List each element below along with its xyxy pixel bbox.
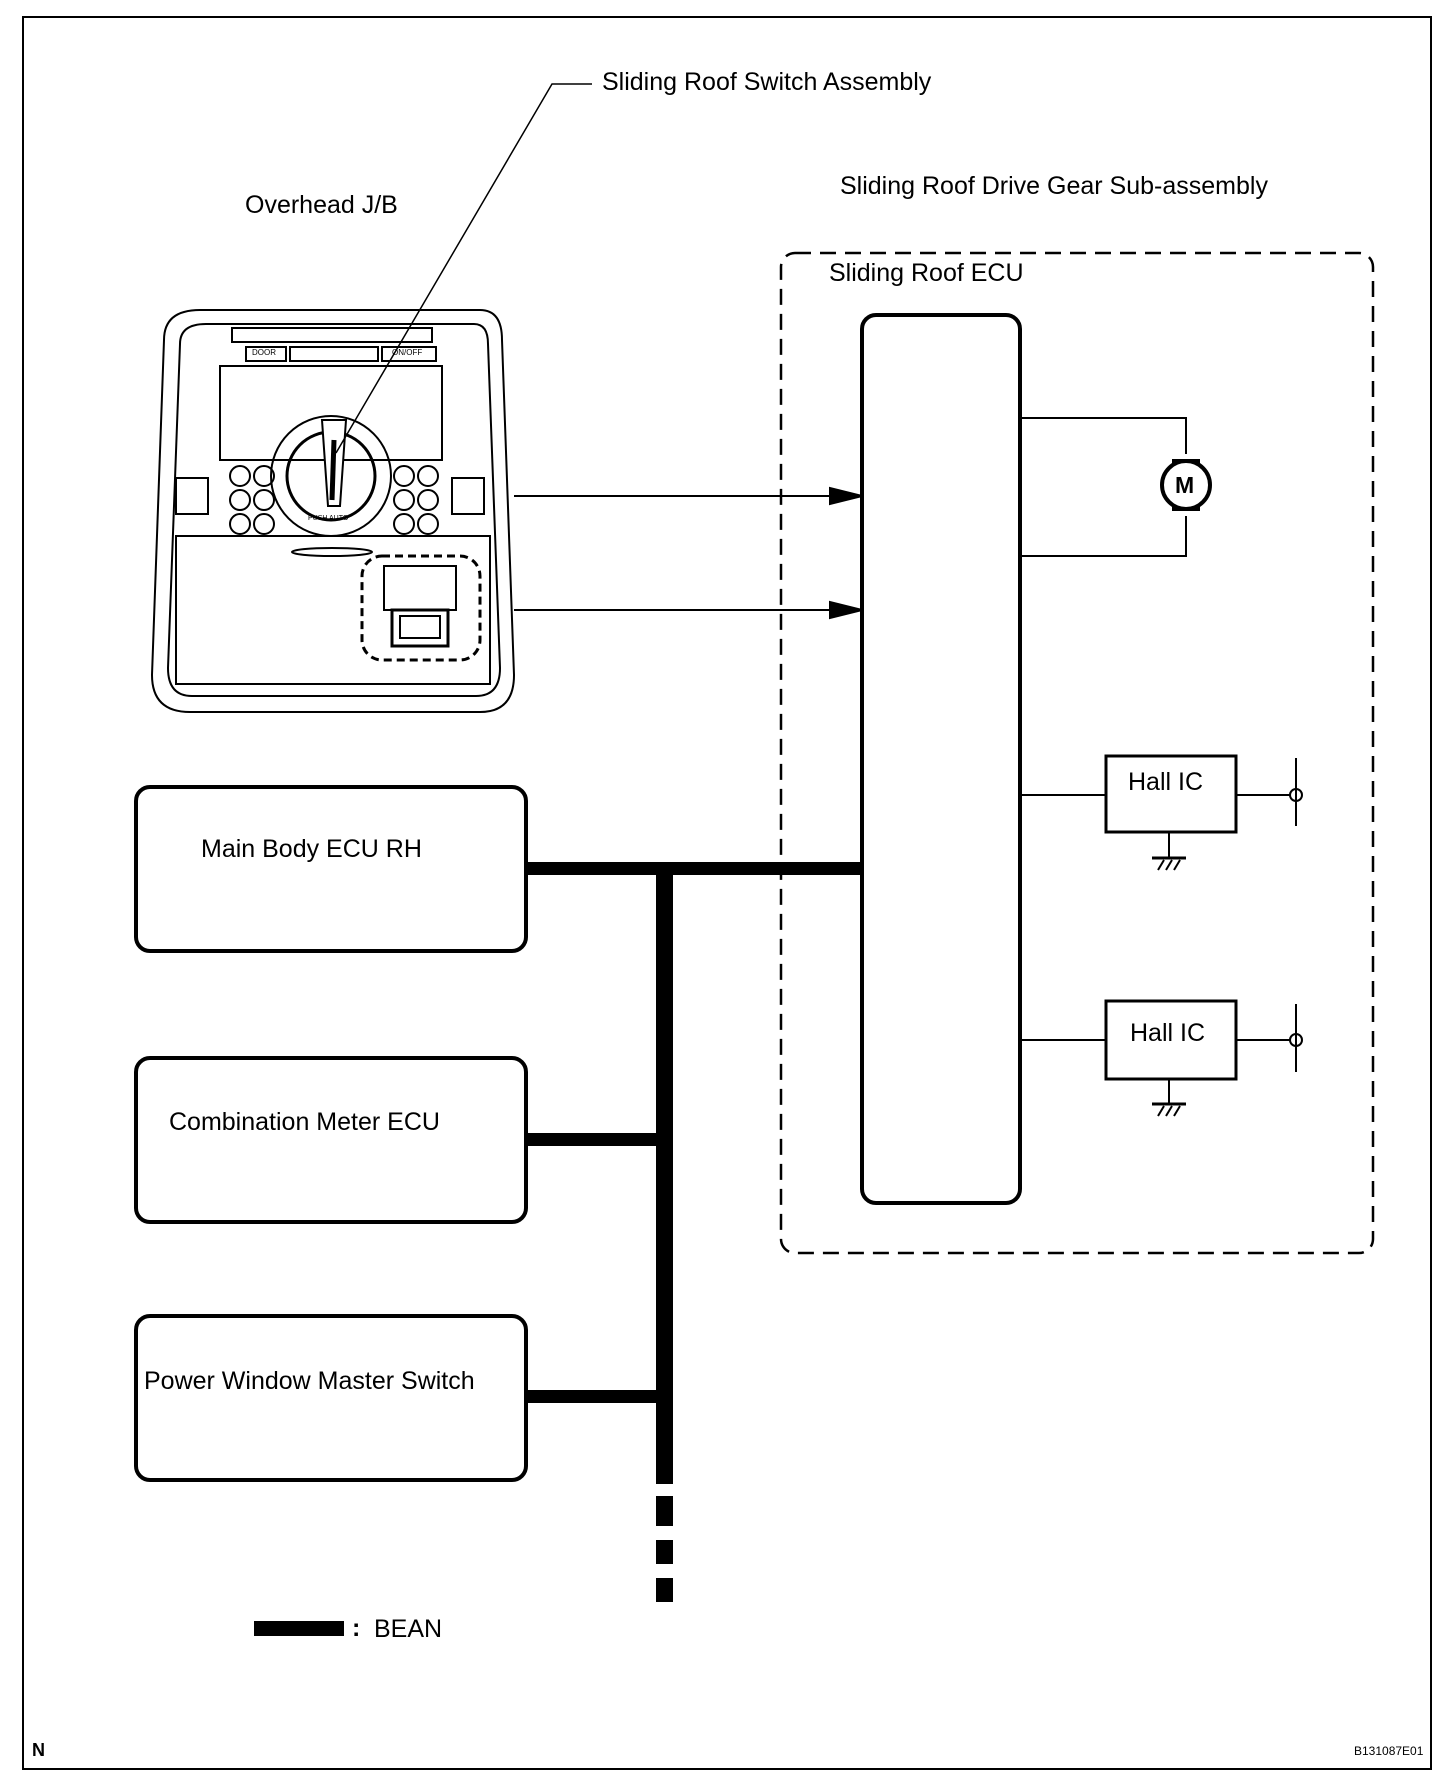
- figure-code: B131087E01: [1354, 1744, 1424, 1758]
- figure-frame: [22, 16, 1432, 1770]
- drive-gear-outline: [779, 251, 1375, 1255]
- hall-ic-2-circuit: [1020, 999, 1303, 1117]
- drive-gear-label: Sliding Roof Drive Gear Sub-assembly: [840, 172, 1268, 200]
- motor-label: M: [1175, 472, 1195, 498]
- panel-push-auto-text: PUSH AUTO: [308, 515, 349, 522]
- bean-bus: [526, 862, 862, 1602]
- combination-meter-box: [134, 1056, 528, 1224]
- overhead-jb-illustration: [150, 309, 516, 713]
- sliding-roof-ecu-label: Sliding Roof ECU: [829, 259, 1024, 287]
- main-body-ecu-label: Main Body ECU RH: [201, 835, 422, 863]
- power-window-box: [134, 1314, 528, 1482]
- panel-onoff-text: ON/OFF: [392, 348, 423, 357]
- switch-assembly-label: Sliding Roof Switch Assembly: [602, 68, 932, 96]
- signal-arrows: [514, 486, 863, 620]
- overhead-jb-label: Overhead J/B: [245, 191, 398, 219]
- switch-leader-line: [335, 83, 592, 454]
- combination-meter-label: Combination Meter ECU: [169, 1108, 440, 1136]
- bean-legend-swatch: [254, 1621, 344, 1636]
- power-window-label: Power Window Master Switch: [144, 1367, 475, 1395]
- corner-letter-n: N: [32, 1740, 45, 1760]
- legend-colon: :: [352, 1614, 361, 1642]
- legend-bean-label: BEAN: [374, 1615, 443, 1643]
- hall-ic-1-circuit: [1020, 754, 1303, 871]
- main-body-ecu-box: [134, 785, 528, 953]
- sliding-roof-ecu-block: [860, 313, 1022, 1205]
- panel-door-text: DOOR: [252, 348, 276, 357]
- motor-circuit: [1020, 417, 1212, 557]
- hall-ic-1-label: Hall IC: [1128, 768, 1204, 796]
- hall-ic-2-label: Hall IC: [1130, 1019, 1206, 1047]
